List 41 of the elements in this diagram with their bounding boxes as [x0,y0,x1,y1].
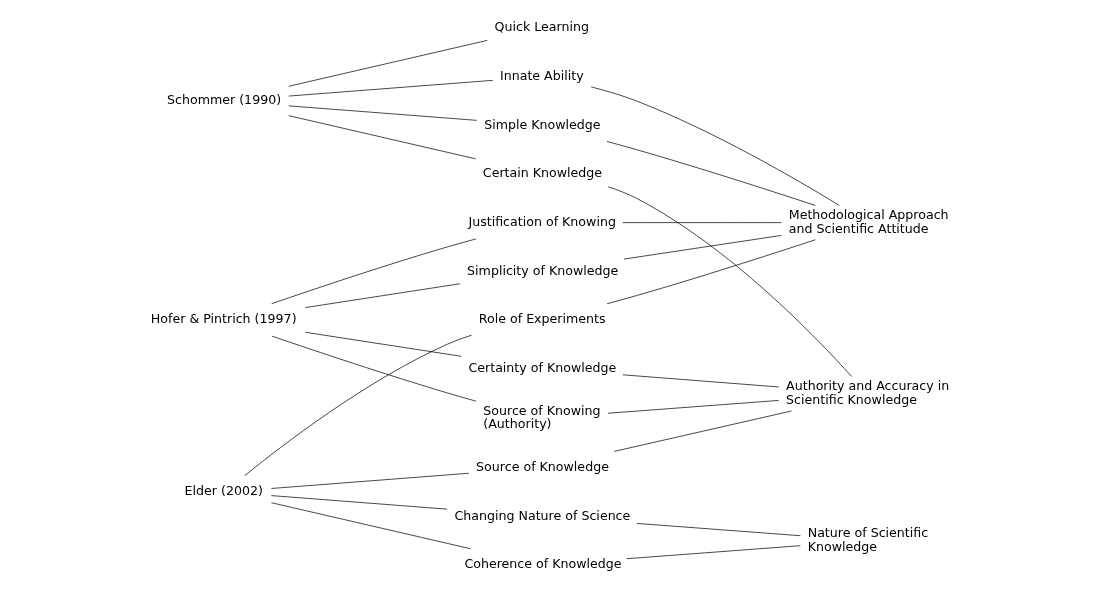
connector [606,141,816,206]
node-text: Methodological Approach and Scientific Attitude [788,207,949,236]
connector [287,80,493,97]
connector [607,186,852,377]
node-text: Nature of Scientific Knowledge [807,525,928,554]
connector [243,334,472,477]
connector [590,86,840,206]
node-text: Simplicity of Knowledge [466,262,618,278]
node-text: Certainty of Knowledge [467,359,616,375]
node-text: Role of Experiments [478,311,606,327]
connector [636,523,801,537]
node-text: Elder (2002) [184,483,263,499]
connector [271,335,476,402]
node-text: Justification of Knowing [467,213,616,229]
node-text: Authority and Accuracy in Scientific Knowledge [785,378,949,407]
connector [270,238,476,305]
connector [287,40,488,87]
node-text: Source of Knowing (Authority) [482,402,601,432]
connector [304,331,462,357]
connector [607,400,779,414]
connector [304,283,460,308]
node-text: Hofer & Pintrich (1997) [150,311,297,327]
connector [287,105,477,121]
node-text: Innate Ability [499,67,584,83]
connector [270,495,447,510]
node-text: Changing Nature of Science [453,507,630,523]
connector [606,239,816,305]
node-text: Quick Learning [494,19,589,35]
connector [623,235,782,260]
connector [287,115,476,160]
node-text: Certain Knowledge [482,165,602,181]
node-text: Coherence of Knowledge [463,556,622,572]
connector [622,374,779,388]
connector [613,410,792,452]
node-text: Source of Knowledge [475,459,609,475]
connector [625,545,801,560]
node-text: Schommer (1990) [166,92,281,108]
connector [270,472,469,489]
node-text: Simple Knowledge [483,116,601,132]
connector [622,222,782,223]
connector [270,502,471,550]
